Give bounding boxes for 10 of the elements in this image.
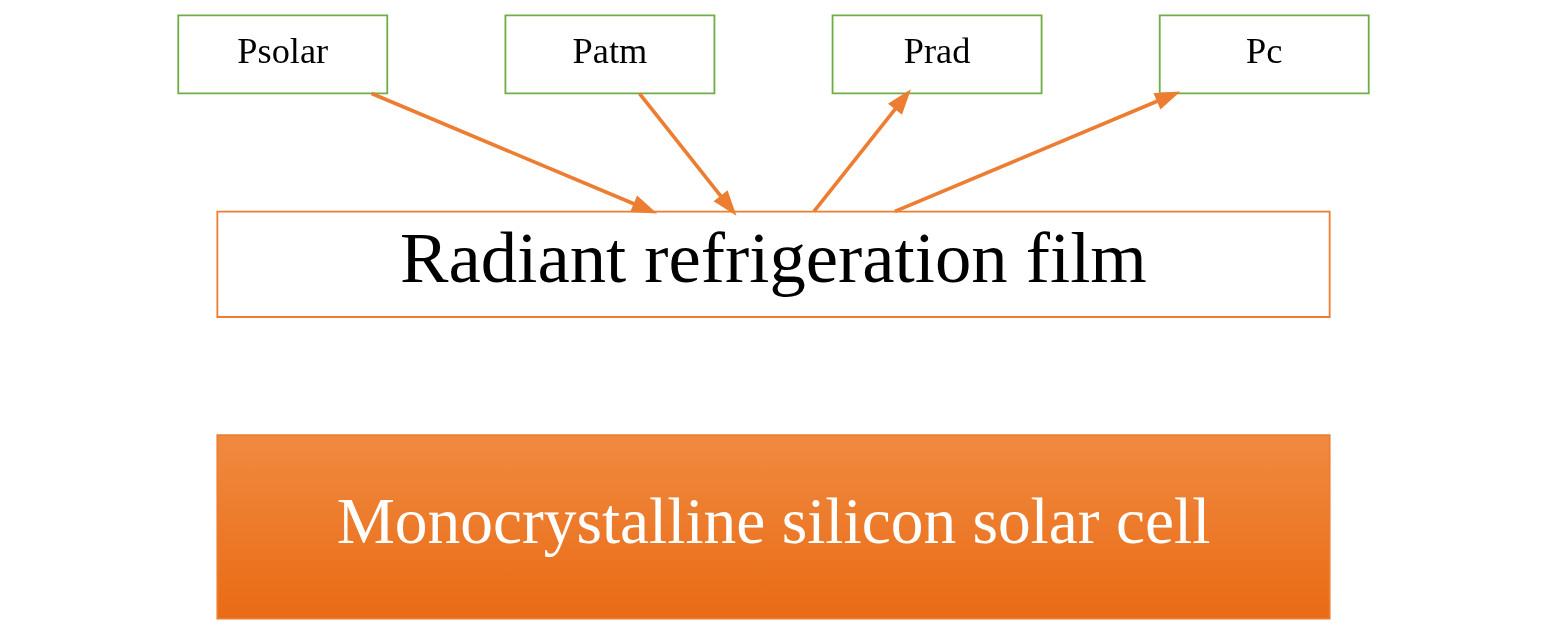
arrow: [812, 89, 911, 213]
arrow: [638, 92, 737, 216]
node-box: Psolar: [177, 14, 389, 95]
node-box: Prad: [831, 14, 1043, 95]
arrow: [894, 91, 1181, 214]
node-box: Monocrystalline silicon solar cell: [216, 434, 1331, 620]
node-box: Patm: [504, 14, 716, 95]
node-box: Radiant refrigeration film: [216, 210, 1331, 318]
node-box: Pc: [1158, 14, 1370, 95]
arrow: [370, 91, 658, 214]
